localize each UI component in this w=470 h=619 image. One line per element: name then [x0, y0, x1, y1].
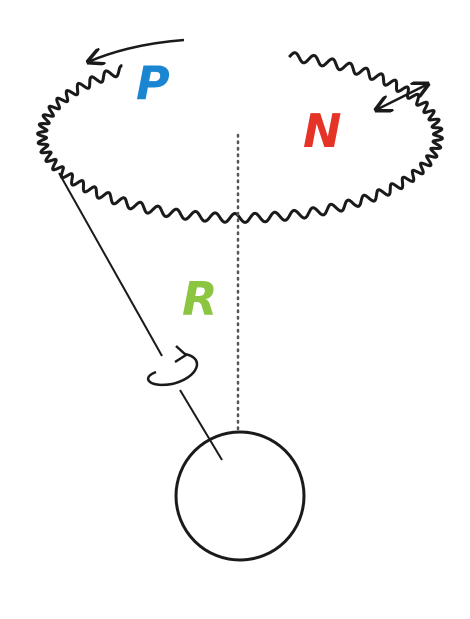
tilted-axis-lower-line — [179, 389, 223, 461]
rotation-arrowhead-icon — [174, 345, 188, 364]
label-n: N — [303, 104, 342, 158]
rotation-arrow-icon — [146, 352, 199, 387]
double-headed-arrow-icon — [376, 84, 428, 110]
label-r: R — [182, 272, 218, 326]
wavy-ring-icon — [36, 51, 444, 224]
tilted-axis-upper-line — [58, 172, 163, 357]
curved-arrow-icon — [88, 38, 185, 62]
sphere-icon — [174, 430, 306, 562]
label-p: P — [136, 56, 170, 110]
